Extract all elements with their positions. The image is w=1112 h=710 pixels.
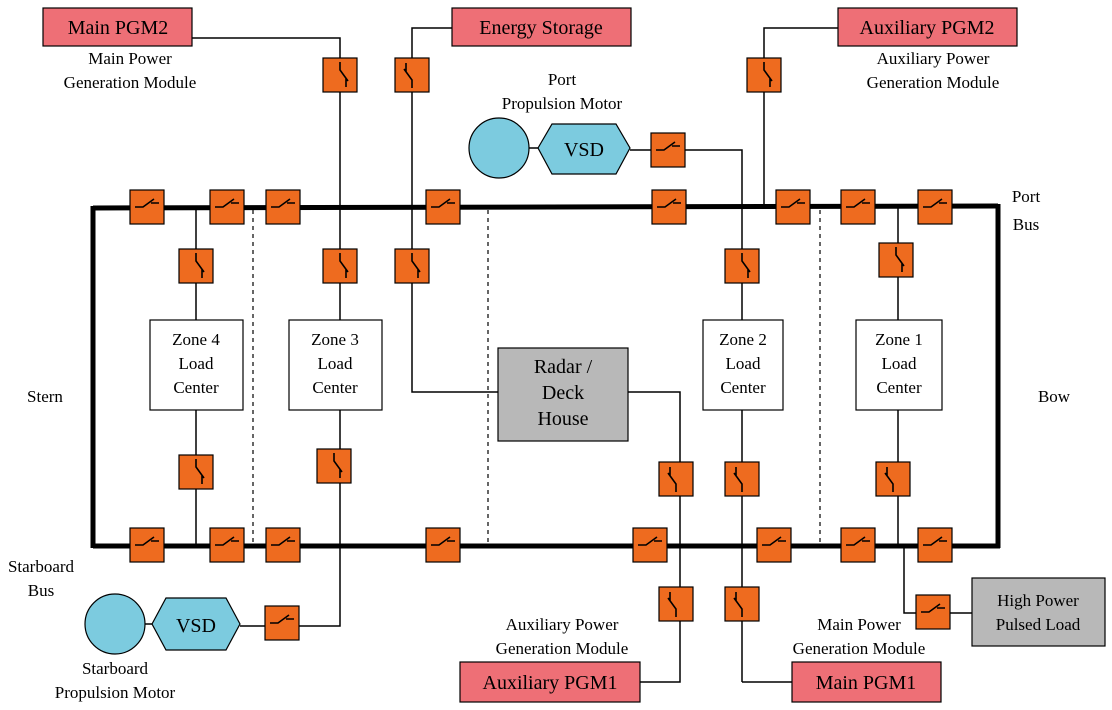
circuit-breaker xyxy=(775,189,811,225)
port-vsd-label: VSD xyxy=(564,139,604,161)
stern-label: Stern xyxy=(27,387,63,406)
main-pgm1: Main PGM1 xyxy=(791,661,942,703)
pulsed-load-line1: High Power xyxy=(997,591,1079,610)
aux-pgm2-caption-1: Auxiliary Power xyxy=(877,49,990,68)
circuit-breaker xyxy=(178,454,214,490)
circuit-breaker xyxy=(632,527,668,563)
circuit-breaker xyxy=(129,189,165,225)
zone3-load-center: Zone 3 Load Center xyxy=(288,319,383,411)
zone4-load-center: Zone 4 Load Center xyxy=(149,319,244,411)
circuit-breaker xyxy=(658,461,694,497)
circuit-breaker xyxy=(724,461,760,497)
pulsed-load-line2: Pulsed Load xyxy=(996,615,1081,634)
starboard-bus-caption-1: Starboard xyxy=(8,557,75,576)
circuit-breaker xyxy=(840,527,876,563)
starboard-motor-caption-2: Propulsion Motor xyxy=(55,683,176,702)
starboard-bus-caption-2: Bus xyxy=(28,581,54,600)
circuit-breakers xyxy=(129,57,953,641)
zone1-line2: Load xyxy=(882,354,917,373)
circuit-breaker xyxy=(178,248,214,284)
circuit-breaker xyxy=(917,189,953,225)
zone4-line2: Load xyxy=(179,354,214,373)
zone2-line3: Center xyxy=(720,378,766,397)
zone1-load-center: Zone 1 Load Center xyxy=(855,319,943,411)
circuit-breaker xyxy=(875,461,911,497)
main-pgm1-caption-2: Generation Module xyxy=(793,639,926,658)
main-pgm2: Main PGM2 xyxy=(42,7,193,47)
zone1-line3: Center xyxy=(876,378,922,397)
aux-pgm1-caption-1: Auxiliary Power xyxy=(506,615,619,634)
port-bus-caption-2: Bus xyxy=(1013,215,1039,234)
aux-pgm2-caption-2: Generation Module xyxy=(867,73,1000,92)
radar-deck-house: Radar / Deck House xyxy=(497,347,629,442)
energy-storage-label: Energy Storage xyxy=(479,17,603,39)
main-pgm1-caption-1: Main Power xyxy=(817,615,901,634)
circuit-breaker xyxy=(724,248,760,284)
circuit-breaker xyxy=(265,189,301,225)
circuit-breaker xyxy=(394,248,430,284)
circuit-breaker xyxy=(425,189,461,225)
starboard-motor-caption-1: Starboard xyxy=(82,659,149,678)
starboard-vsd-label: VSD xyxy=(176,615,216,637)
zone2-line1: Zone 2 xyxy=(719,330,767,349)
zone4-line1: Zone 4 xyxy=(172,330,220,349)
circuit-breaker xyxy=(265,527,301,563)
zone1-line1: Zone 1 xyxy=(875,330,923,349)
bow-label: Bow xyxy=(1038,387,1071,406)
radar-line1: Radar / xyxy=(534,356,593,378)
zone3-line3: Center xyxy=(312,378,358,397)
zone2-load-center: Zone 2 Load Center xyxy=(702,319,784,411)
auxiliary-pgm1: Auxiliary PGM1 xyxy=(459,661,641,703)
circuit-breaker xyxy=(651,189,687,225)
main-pgm2-caption-2: Generation Module xyxy=(64,73,197,92)
zone3-line2: Load xyxy=(318,354,353,373)
circuit-breaker xyxy=(840,189,876,225)
circuit-breaker xyxy=(322,57,358,93)
circuit-breaker xyxy=(650,132,686,168)
circuit-breaker xyxy=(917,527,953,563)
port-propulsion-motor: VSD xyxy=(468,117,631,179)
main-pgm1-label: Main PGM1 xyxy=(816,672,917,694)
auxiliary-pgm2-label: Auxiliary PGM2 xyxy=(860,17,995,39)
port-bus-caption-1: Port xyxy=(1012,187,1041,206)
circuit-breaker xyxy=(316,448,352,484)
circuit-breaker xyxy=(129,527,165,563)
circuit-breaker xyxy=(394,57,430,93)
circuit-breaker xyxy=(658,586,694,622)
high-power-pulsed-load: High Power Pulsed Load xyxy=(971,577,1106,647)
aux-pgm1-caption-2: Generation Module xyxy=(496,639,629,658)
circuit-breaker xyxy=(915,594,951,630)
circuit-breaker xyxy=(209,527,245,563)
zone3-line1: Zone 3 xyxy=(311,330,359,349)
main-pgm2-caption-1: Main Power xyxy=(88,49,172,68)
auxiliary-pgm2: Auxiliary PGM2 xyxy=(837,7,1018,47)
main-pgm2-label: Main PGM2 xyxy=(68,17,169,39)
radar-line2: Deck xyxy=(542,382,584,404)
auxiliary-pgm1-label: Auxiliary PGM1 xyxy=(483,672,618,694)
circuit-breaker xyxy=(264,605,300,641)
circuit-breaker xyxy=(878,242,914,278)
circuit-breaker xyxy=(746,57,782,93)
radar-line3: House xyxy=(537,408,588,430)
circuit-breaker xyxy=(756,527,792,563)
circuit-breaker xyxy=(724,586,760,622)
circuit-breaker xyxy=(209,189,245,225)
starboard-propulsion-motor: VSD xyxy=(84,593,241,655)
port-motor-caption-2: Propulsion Motor xyxy=(502,94,623,113)
zone2-line2: Load xyxy=(726,354,761,373)
zone4-line3: Center xyxy=(173,378,219,397)
circuit-breaker xyxy=(322,248,358,284)
port-motor-caption-1: Port xyxy=(548,70,577,89)
energy-storage: Energy Storage xyxy=(451,7,632,47)
circuit-breaker xyxy=(425,527,461,563)
